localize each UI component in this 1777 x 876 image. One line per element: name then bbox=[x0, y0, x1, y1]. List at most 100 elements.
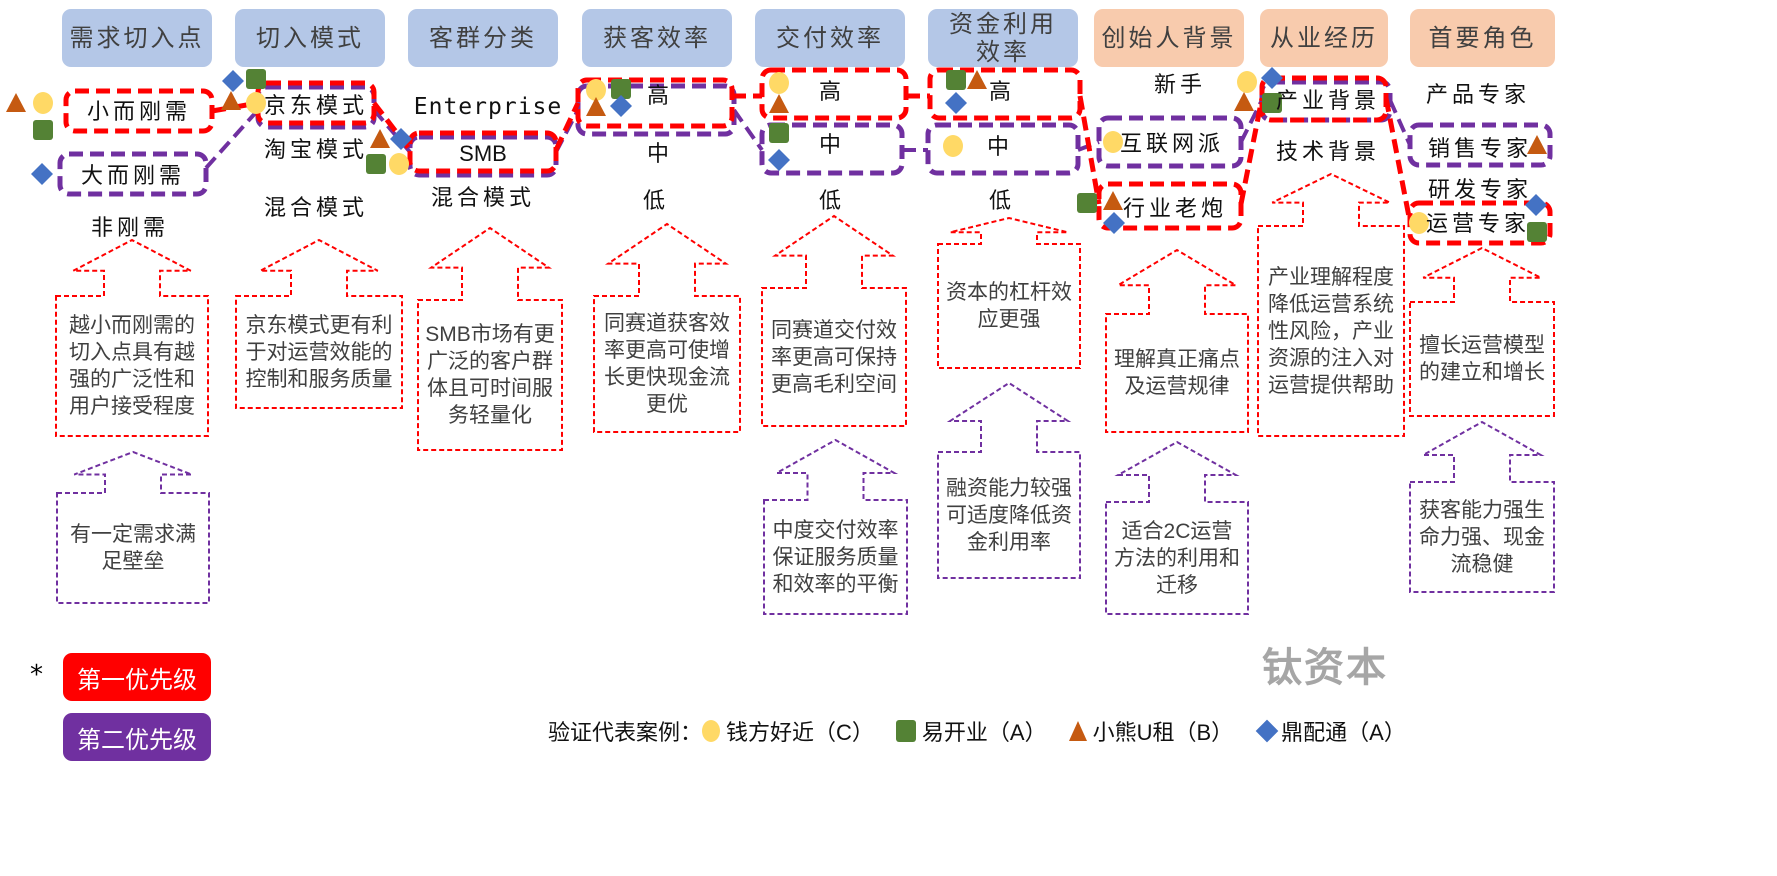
column-option: 中 bbox=[646, 142, 674, 167]
column-header: 获客效率 bbox=[582, 9, 732, 67]
diamond-marker-icon bbox=[1255, 719, 1279, 743]
case-legend-item-qianfang: 钱方好近（C） bbox=[702, 715, 874, 747]
circle-marker-icon bbox=[702, 720, 721, 742]
square-case-marker-icon bbox=[1077, 193, 1097, 213]
column-option: 运营专家 bbox=[1425, 212, 1531, 237]
column-option: 技术背景 bbox=[1275, 140, 1381, 165]
first-priority-note-arrow-callout bbox=[1105, 248, 1249, 433]
column-option: 混合模式 bbox=[430, 186, 536, 211]
column-header: 创始人背景 bbox=[1094, 9, 1244, 67]
column-header: 首要角色 bbox=[1410, 9, 1555, 67]
triangle-case-marker-icon bbox=[769, 94, 789, 113]
case-name: 易开业（A） bbox=[921, 720, 1047, 745]
column-option: 产业背景 bbox=[1275, 89, 1381, 114]
column-option: 中 bbox=[986, 135, 1014, 160]
column-option: 低 bbox=[818, 189, 846, 214]
first-priority-note: SMB市场有更广泛的客户群体且可时间服务轻量化 bbox=[425, 323, 555, 427]
case-name: 小熊U租（B） bbox=[1092, 720, 1234, 745]
triangle-marker-icon bbox=[1068, 721, 1087, 741]
column-option: 销售专家 bbox=[1427, 137, 1533, 162]
triangle-case-marker-icon bbox=[1527, 135, 1547, 154]
circle-case-marker-icon bbox=[1103, 131, 1123, 153]
footnote-star: * bbox=[30, 660, 43, 690]
circle-case-marker-icon bbox=[33, 92, 53, 114]
diamond-case-marker-icon bbox=[222, 70, 244, 92]
second-priority-note: 适合2C运营方法的利用和迁移 bbox=[1114, 519, 1240, 597]
column-option: 新手 bbox=[1153, 73, 1207, 98]
column-header: 切入模式 bbox=[235, 9, 385, 67]
column-header: 从业经历 bbox=[1260, 9, 1388, 67]
diamond-case-marker-icon bbox=[31, 163, 53, 185]
column-option: 混合模式 bbox=[263, 196, 369, 221]
first-priority-note: 资本的杠杆效应更强 bbox=[946, 281, 1072, 331]
column-option: 产品专家 bbox=[1425, 83, 1531, 108]
case-legend-item-dingpeitong: 鼎配通（A） bbox=[1255, 715, 1406, 747]
case-name: 鼎配通（A） bbox=[1281, 720, 1406, 745]
triangle-case-marker-icon bbox=[370, 129, 390, 148]
diamond-case-marker-icon bbox=[1103, 212, 1125, 234]
column-header: 交付效率 bbox=[755, 9, 905, 67]
column-header: 客群分类 bbox=[408, 9, 558, 67]
second-priority-box-cap-mid bbox=[925, 122, 1081, 176]
column-option: 互联网派 bbox=[1119, 132, 1225, 157]
second-priority-note: 获客能力强生命力强、现金流稳健 bbox=[1419, 498, 1545, 576]
circle-case-marker-icon bbox=[389, 153, 409, 175]
first-priority-note: 越小而刚需的切入点具有越强的广泛性和用户接受程度 bbox=[69, 314, 195, 418]
first-priority-box-cap-high bbox=[927, 67, 1083, 121]
case-legend-label: 验证代表案例： bbox=[548, 720, 703, 745]
second-priority-note-arrow-callout bbox=[937, 381, 1081, 579]
column-option: 京东模式 bbox=[263, 94, 369, 119]
square-case-marker-icon bbox=[33, 120, 53, 140]
diamond-case-marker-icon bbox=[1525, 194, 1547, 216]
column-option: 高 bbox=[818, 80, 846, 105]
triangle-case-marker-icon bbox=[1234, 92, 1254, 111]
first-priority-note: 同赛道交付效率更高可保持更高毛利空间 bbox=[771, 318, 897, 396]
column-header: 需求切入点 bbox=[62, 9, 212, 67]
first-priority-box-veteran bbox=[1096, 181, 1244, 231]
square-case-marker-icon bbox=[246, 69, 266, 89]
diamond-case-marker-icon bbox=[945, 92, 967, 114]
triangle-case-marker-icon bbox=[221, 91, 241, 110]
diamond-case-marker-icon bbox=[768, 149, 790, 171]
first-priority-note-arrow-callout bbox=[937, 216, 1081, 369]
first-priority-note-arrow-callout bbox=[235, 238, 403, 409]
column-option: 低 bbox=[988, 189, 1016, 214]
first-priority-box-acq-high bbox=[575, 77, 735, 129]
second-priority-box-daergangxu bbox=[57, 151, 209, 197]
second-priority-box-jingdong bbox=[255, 84, 377, 130]
square-case-marker-icon bbox=[1527, 222, 1547, 242]
first-priority-note: 同赛道获客效率更高可使增长更快现金流更优 bbox=[604, 312, 730, 416]
first-priority-note: 擅长运营模型的建立和增长 bbox=[1419, 334, 1545, 384]
diamond-case-marker-icon bbox=[610, 95, 632, 117]
column-option: 非刚需 bbox=[90, 216, 170, 241]
column-option: 淘宝模式 bbox=[263, 138, 369, 163]
square-case-marker-icon bbox=[769, 123, 789, 143]
column-option: 低 bbox=[642, 189, 670, 214]
case-legend: 验证代表案例： 钱方好近（C） 易开业（A） 小熊U租（B） 鼎配通（A） bbox=[548, 714, 1428, 748]
first-priority-box-jingdong bbox=[255, 80, 377, 126]
triangle-case-marker-icon bbox=[586, 97, 606, 116]
triangle-case-marker-icon bbox=[6, 93, 26, 112]
second-priority-note-arrow-callout bbox=[763, 438, 908, 615]
circle-case-marker-icon bbox=[943, 135, 963, 157]
second-priority-note: 融资能力较强可适度降低资金利用率 bbox=[946, 476, 1072, 554]
first-priority-box-smb bbox=[407, 130, 559, 174]
circle-case-marker-icon bbox=[586, 79, 606, 101]
diamond-case-marker-icon bbox=[1261, 67, 1283, 89]
square-case-marker-icon bbox=[1262, 93, 1282, 113]
column-option: 中 bbox=[818, 133, 846, 158]
triangle-case-marker-icon bbox=[1103, 191, 1123, 210]
circle-case-marker-icon bbox=[246, 92, 266, 114]
column-header: 资金利用效率 bbox=[928, 9, 1078, 67]
column-option: Enterprise bbox=[413, 94, 563, 120]
first-priority-note: 产业理解程度降低运营系统性风险，产业资源的注入对运营提供帮助 bbox=[1268, 265, 1394, 397]
first-priority-note: 京东模式更有利于对运营效能的控制和服务质量 bbox=[245, 313, 393, 391]
second-priority-note-arrow-callout bbox=[1409, 420, 1555, 593]
column-option: 研发专家 bbox=[1427, 178, 1533, 203]
case-legend-item-yikaiye: 易开业（A） bbox=[895, 715, 1047, 747]
first-priority-legend: 第一优先级 bbox=[63, 653, 211, 701]
diamond-case-marker-icon bbox=[390, 128, 412, 150]
square-case-marker-icon bbox=[611, 79, 631, 99]
first-priority-note-arrow-callout bbox=[593, 222, 741, 433]
